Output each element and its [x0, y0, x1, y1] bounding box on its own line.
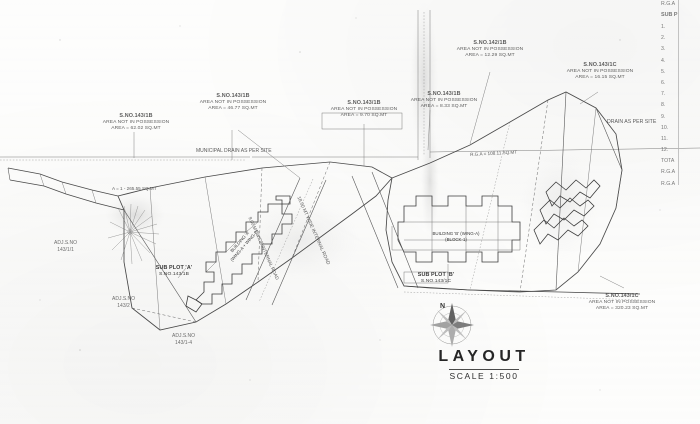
callout-survey-no: S.NO.143/1B [216, 93, 250, 99]
callout-status: AREA NOT IN POSSESSION [102, 119, 170, 125]
callout-survey-no: S.NO.143/1C [605, 293, 639, 299]
sub-plot-a-survey-no: S.NO.143/1B [159, 271, 189, 277]
table-footer-total: TOTA [661, 158, 675, 165]
dimension-left-area: A = 1 - 265.55 SQ.MT [112, 186, 157, 191]
callout-area: AREA = 8.33 SQ.MT [420, 103, 468, 109]
table-top-note: R.G.A [661, 1, 676, 7]
table-row: 12. [661, 147, 669, 154]
table-row: 1. [661, 24, 666, 30]
callout-area: AREA = 320.23 SQ.MT [595, 305, 649, 311]
sub-plot-a-name: SUB PLOT 'A' [155, 265, 193, 271]
callout-143-1b-left: S.NO.143/1B AREA NOT IN POSSESSION AREA … [82, 113, 190, 132]
callout-status: AREA NOT IN POSSESSION [330, 106, 398, 112]
title-block: LAYOUT SCALE 1:500 [424, 348, 544, 384]
building-b-line1: BUILDING 'B' (WING-A) [432, 231, 480, 236]
table-row: 3. [661, 46, 666, 53]
adj-plot-143-1-1: ADJ.S.NO 143/1/1 [54, 240, 78, 253]
table-row: 7. [661, 91, 666, 98]
table-row: 11. [661, 135, 668, 142]
table-footer-rga-2: R.G.A [661, 180, 676, 187]
callout-status: AREA NOT IN POSSESSION [566, 68, 634, 74]
callout-143-1c-top: S.NO.143/1C AREA NOT IN POSSESSION AREA … [552, 62, 648, 81]
sub-plot-b-label: SUB PLOT 'B' S.NO.143/1C [406, 272, 466, 285]
callout-status: AREA NOT IN POSSESSION [410, 97, 478, 103]
building-b-label: BUILDING 'B' (WING-A) (BLOCK-1) [400, 231, 512, 242]
callout-143-1b-top: S.NO.143/1B AREA NOT IN POSSESSION AREA … [394, 91, 494, 110]
sub-plot-b-name: SUB PLOT 'B' [417, 272, 455, 278]
table-footer-rga-1: R.G.A [661, 169, 676, 176]
table-row: 4. [661, 57, 666, 64]
callout-survey-no: S.NO.143/1C [583, 62, 617, 68]
callout-area: AREA = 46.77 SQ.MT [208, 105, 258, 111]
callout-survey-no: S.NO.142/1B [473, 40, 507, 46]
sub-plot-a-label: SUB PLOT 'A' S.NO.143/1B [144, 265, 204, 278]
callout-survey-no: S.NO.143/1B [347, 100, 381, 106]
building-b-line2: (BLOCK-1) [445, 236, 467, 242]
adj-plot-143-1-4: ADJ.S.NO 143/1-4 [172, 333, 196, 346]
table-row: 8. [661, 102, 666, 109]
table-header: SUB P [661, 12, 678, 18]
callout-status: AREA NOT IN POSSESSION [588, 299, 656, 305]
callout-143-1b-right: S.NO.143/1B AREA NOT IN POSSESSION AREA … [312, 100, 416, 119]
table-divider [678, 0, 679, 185]
callout-status: AREA NOT IN POSSESSION [456, 46, 524, 52]
sub-plot-b-survey-no: S.NO.143/1C [420, 278, 452, 284]
adj-plot-143-2: ADJ.S.NO 143/2 [112, 296, 136, 309]
table-row: 5. [661, 68, 666, 75]
callout-area: AREA = 62.02 SQ.MT [111, 125, 161, 131]
municipal-drain-note: MUNICIPAL DRAIN AS PER SITE [196, 148, 272, 154]
north-label: N [440, 303, 446, 310]
callout-survey-no: S.NO.143/1B [427, 91, 461, 97]
area-statement-table: R.G.A SUB P 1. 2. 3. 4. 5. 6. 7. 8. 9. 1… [656, 0, 700, 187]
table-row: 9. [661, 113, 666, 120]
drawing-scale: SCALE 1:500 [449, 369, 519, 381]
callout-143-1c-bottom: S.NO.143/1C AREA NOT IN POSSESSION AREA … [570, 293, 674, 312]
callout-area: AREA = 9.70 SQ.MT [340, 112, 388, 118]
drain-as-per-site-note: DRAIN AS PER SITE [607, 119, 657, 125]
table-row: 6. [661, 79, 666, 86]
drawing-title: LAYOUT [438, 348, 530, 365]
callout-survey-no: S.NO.143/1B [119, 113, 153, 119]
table-row: 2. [661, 35, 666, 42]
table-row: 10. [661, 124, 669, 131]
callout-142-1b: S.NO.142/1B AREA NOT IN POSSESSION AREA … [442, 40, 538, 59]
callout-area: AREA = 16.15 SQ.MT [575, 74, 625, 80]
callout-143-1b-mid: S.NO.143/1B AREA NOT IN POSSESSION AREA … [178, 93, 288, 112]
callout-status: AREA NOT IN POSSESSION [199, 99, 267, 105]
callout-area: AREA = 12.29 SQ.MT [465, 52, 515, 58]
